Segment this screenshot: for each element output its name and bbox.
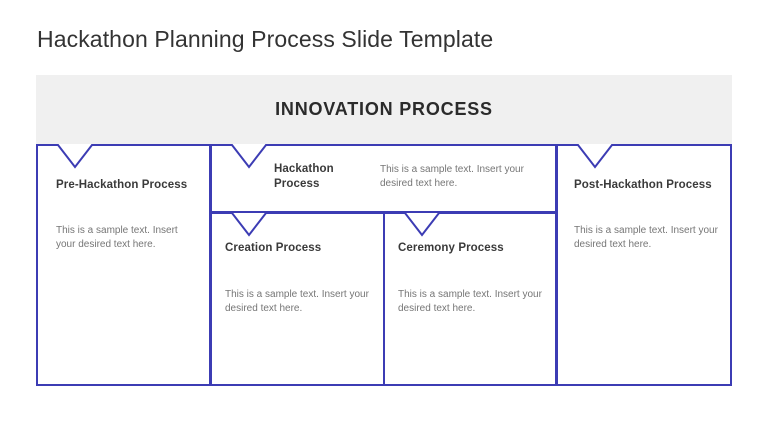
node-heading-post-hackathon: Post-Hackathon Process (574, 179, 712, 191)
node-body-hackathon: This is a sample text. Insert your desir… (380, 164, 524, 189)
node-body-pre-hackathon: This is a sample text. Insert your desir… (56, 225, 178, 250)
node-body-post-hackathon: This is a sample text. Insert your desir… (574, 225, 718, 250)
banner-title: INNOVATION PROCESS (275, 99, 493, 119)
page-title: Hackathon Planning Process Slide Templat… (37, 26, 494, 52)
banner-background (36, 75, 732, 144)
node-heading-pre-hackathon: Pre-Hackathon Process (56, 179, 188, 191)
node-heading-creation: Creation Process (225, 242, 322, 254)
node-heading-ceremony: Ceremony Process (398, 242, 504, 254)
node-body-ceremony: This is a sample text. Insert your desir… (398, 289, 542, 314)
node-heading-hackathon: Hackathon Process (274, 163, 334, 190)
node-outline-post-hackathon (556, 144, 732, 386)
node-body-creation: This is a sample text. Insert your desir… (225, 289, 369, 314)
